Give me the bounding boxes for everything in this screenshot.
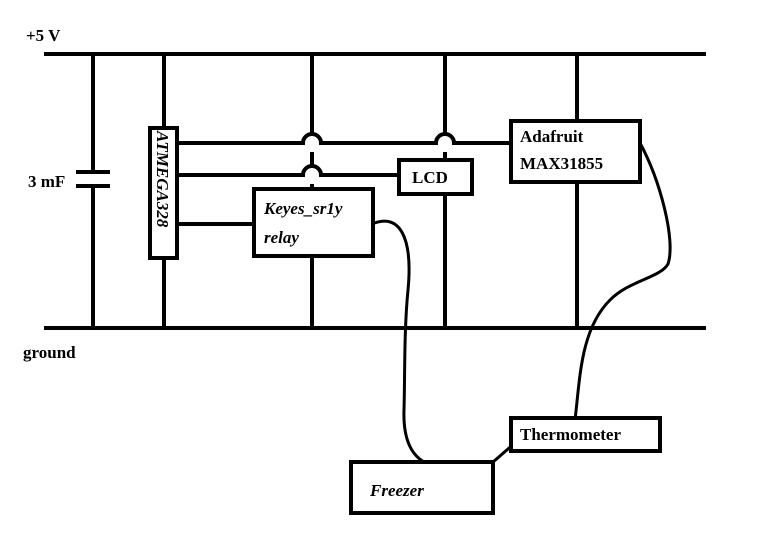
thermometer-label: Thermometer [520,425,621,444]
power-rail-label: +5 V [26,26,61,45]
capacitor [76,54,110,328]
relay-to-freezer-cable [370,219,426,464]
ground-rail-label: ground [23,343,76,362]
mcu-chip-label: ATMEGA328 [153,130,172,228]
lcd-label: LCD [412,168,448,187]
freezer [349,460,495,515]
relay-label-line2: relay [264,228,299,247]
amplifier-label-line1: Adafruit [520,127,584,146]
mcu-to-lcd-wire [176,164,399,177]
thermometer [509,416,662,453]
lcd-module [397,158,474,196]
amplifier-to-thermometer-cable [573,141,672,422]
relay-module [252,187,375,258]
mcu-to-amplifier-wire [176,132,513,145]
thermocouple-amplifier [509,119,642,184]
capacitor-label: 3 mF [28,172,65,191]
freezer-label: Freezer [369,481,424,500]
relay-label-line1: Keyes_sr1y [263,199,343,218]
mcu-chip [148,126,179,260]
amplifier-label-line2: MAX31855 [520,154,603,173]
